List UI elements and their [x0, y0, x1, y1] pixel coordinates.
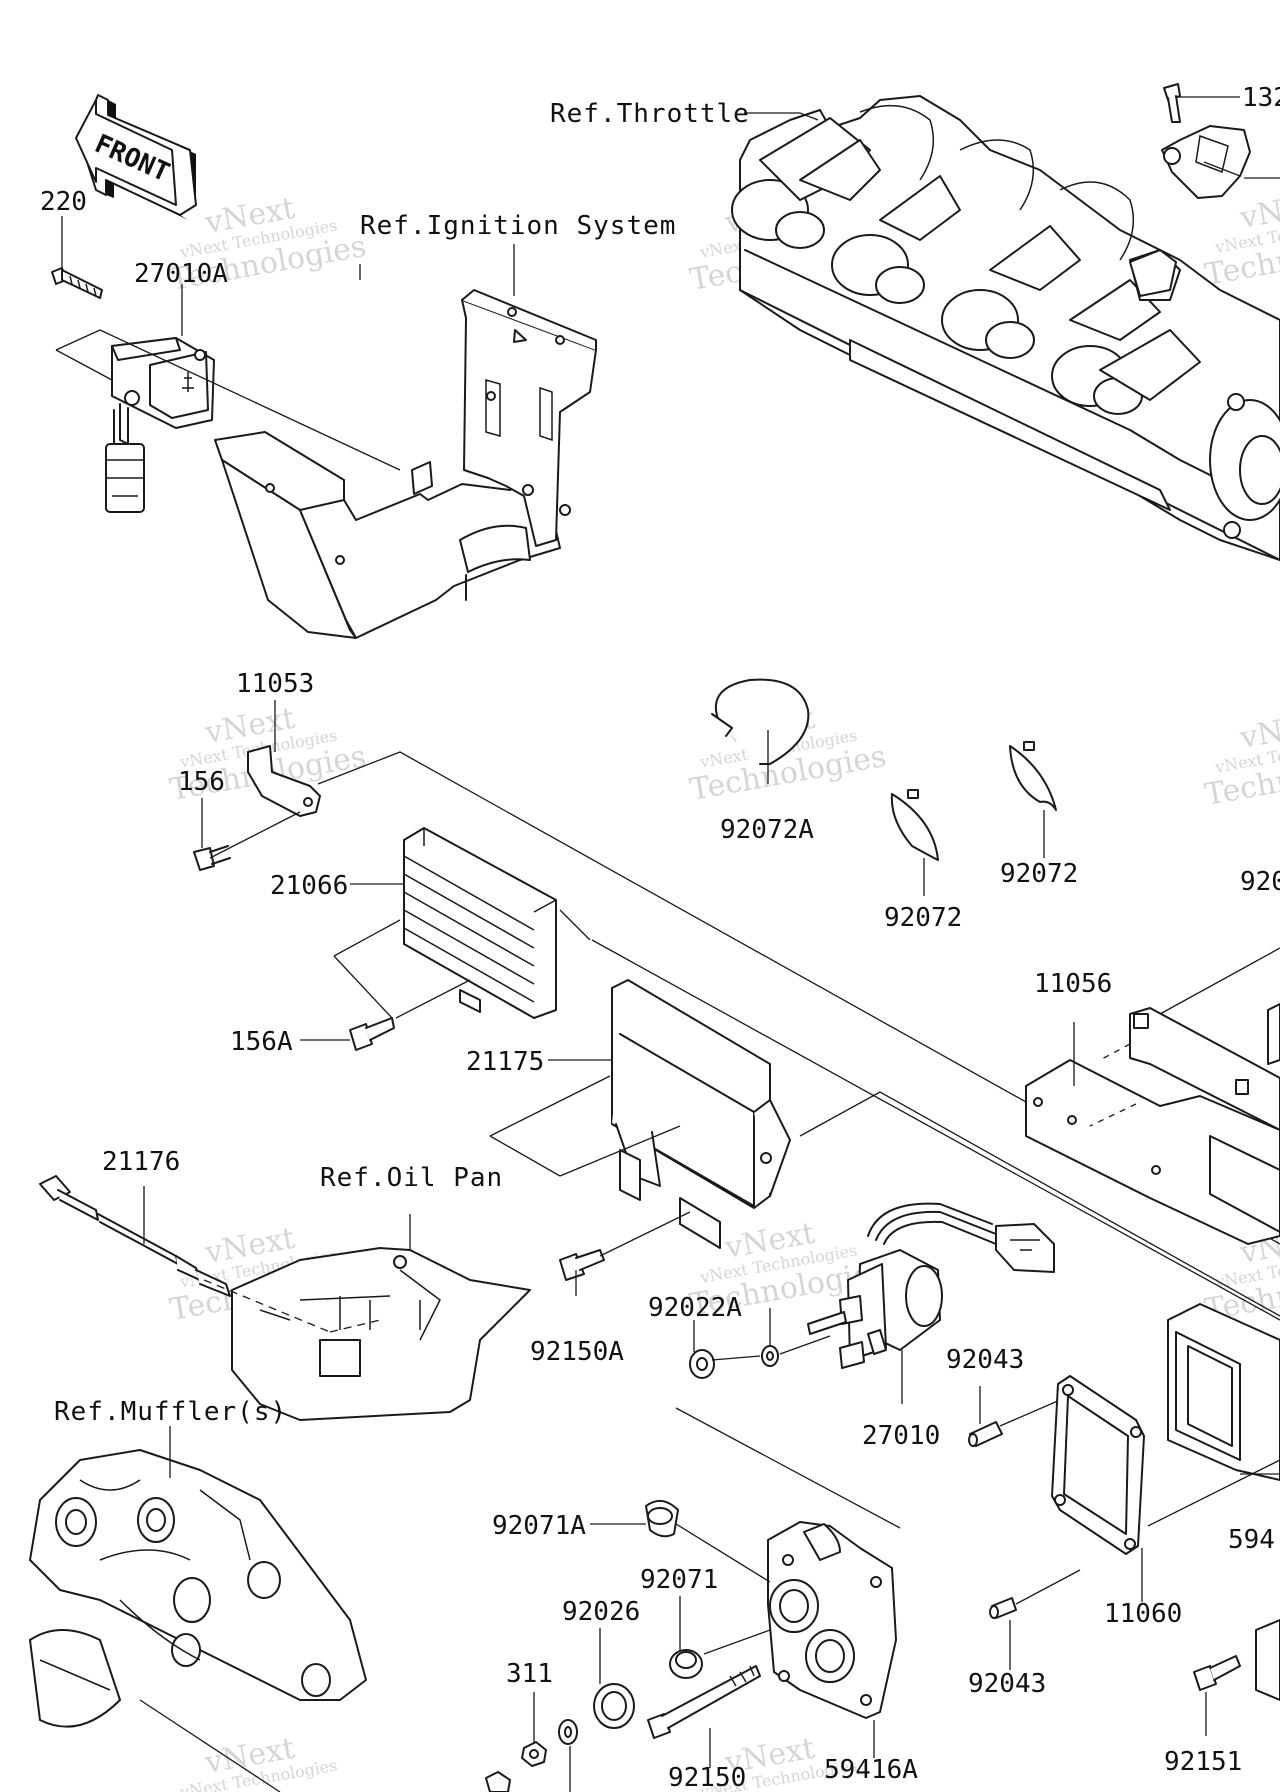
part-11060-gasket [1051, 1375, 1145, 1555]
part-92071A-cap [645, 1499, 679, 1538]
part-92150A-bolt [559, 1249, 605, 1281]
part-132-sensor [1129, 83, 1251, 297]
part-594-housing [1167, 1303, 1280, 1481]
part-220-bolt [51, 267, 103, 299]
throttle-body-assembly [731, 95, 1280, 561]
ignition-system-bracket [214, 289, 597, 639]
label-92072A: 92072A [720, 815, 814, 845]
part-59416A-housing [767, 1521, 897, 1719]
labels: Ref.Throttle Ref.Ignition System Ref.Oil… [40, 83, 1280, 1792]
label-156A: 156A [230, 1027, 293, 1057]
label-156: 156 [178, 767, 225, 797]
label-132: 132 [1242, 83, 1280, 113]
label-92043-b: 92043 [968, 1669, 1046, 1699]
label-27010: 27010 [862, 1421, 940, 1451]
part-27010-relay [807, 1202, 1055, 1369]
label-92026: 92026 [562, 1597, 640, 1627]
part-156A-bolt [349, 1017, 395, 1051]
label-311: 311 [506, 1659, 553, 1689]
part-92072A-clamp [711, 678, 810, 765]
label-594-partial: 594 [1228, 1525, 1275, 1555]
label-920-partial: 920 [1240, 867, 1280, 897]
label-92150A: 92150A [530, 1337, 624, 1367]
label-27010A: 27010A [134, 259, 228, 289]
assembly-line [55, 329, 401, 471]
part-92043-dowel-a [968, 1421, 1003, 1447]
label-92071A: 92071A [492, 1511, 586, 1541]
part-92026-grommet [593, 1683, 635, 1729]
part-nut-bottom [485, 1771, 511, 1792]
part-11056-cover [1025, 1003, 1280, 1245]
part-11053-bracket [247, 745, 321, 817]
part-21175-ecu [611, 979, 791, 1249]
part-156-bolt [193, 845, 231, 871]
part-92151-bolt [1193, 1655, 1241, 1691]
part-92071-plug [669, 1649, 703, 1679]
label-92072-a: 92072 [884, 903, 962, 933]
ref-muffler-label: Ref.Muffler(s) [54, 1397, 287, 1427]
part-92043-dowel-b [989, 1597, 1017, 1619]
part-92022A-washer-large [689, 1349, 715, 1379]
oil-pan [231, 1247, 531, 1421]
label-92043-a: 92043 [946, 1345, 1024, 1375]
label-21175: 21175 [466, 1047, 544, 1077]
part-21176-sensor [39, 1175, 231, 1297]
leader-lines [61, 96, 1280, 1792]
label-21066: 21066 [270, 871, 348, 901]
part-92022A-washer-small [761, 1345, 779, 1367]
part-92150-bolt [647, 1665, 761, 1739]
ref-oil-pan-label: Ref.Oil Pan [320, 1163, 503, 1193]
front-arrow-icon: FRONT [75, 94, 197, 220]
part-27010A-switch [105, 337, 215, 513]
label-92071: 92071 [640, 1565, 718, 1595]
label-59416A: 59416A [824, 1755, 918, 1785]
label-11060: 11060 [1104, 1599, 1182, 1629]
part-311-nut [521, 1741, 547, 1767]
muffler [29, 1449, 367, 1728]
label-92150: 92150 [668, 1763, 746, 1792]
part-92072-clamp-b [1009, 741, 1057, 811]
part-21066-regulator [403, 827, 557, 1019]
partial-component [1255, 1619, 1280, 1701]
ref-throttle-label: Ref.Throttle [550, 99, 750, 129]
label-92022A: 92022A [648, 1293, 742, 1323]
label-11056: 11056 [1034, 969, 1112, 999]
ref-ignition-label: Ref.Ignition System [360, 211, 676, 241]
label-21176: 21176 [102, 1147, 180, 1177]
part-92072-clamp-a [890, 789, 939, 861]
label-92151: 92151 [1164, 1747, 1242, 1777]
label-11053: 11053 [236, 669, 314, 699]
part-washer-small [558, 1719, 578, 1745]
label-220: 220 [40, 187, 87, 217]
label-92072-b: 92072 [1000, 859, 1078, 889]
